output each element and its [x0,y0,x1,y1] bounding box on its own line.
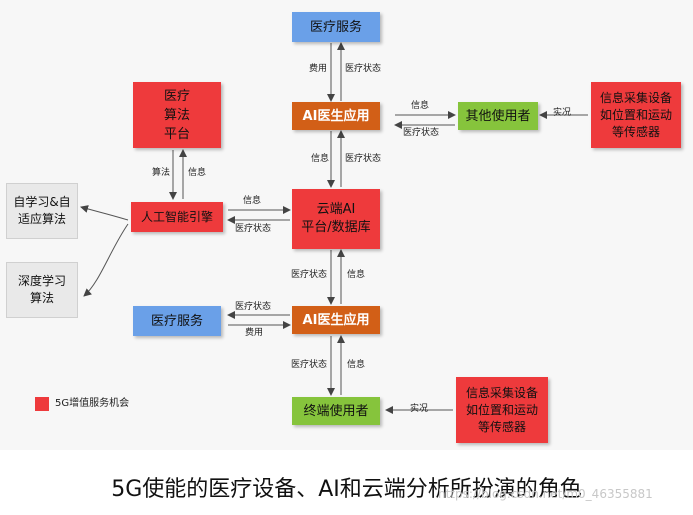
legend-swatch [35,397,49,411]
label-status-cloud-bottom: 医疗状态 [291,270,328,280]
label-status-service: 医疗状态 [235,302,272,312]
ai-engine-box: 人工智能引擎 [131,202,223,232]
label-realtime-top: 实况 [553,108,572,118]
top-medical-service-box: 医疗服务 [292,12,380,42]
self-learning-algorithm-box: 自学习&自 适应算法 [6,183,78,239]
label-status-terminal: 医疗状态 [291,360,328,370]
medical-algorithm-platform-box: 医疗 算法 平台 [133,82,221,148]
left-medical-service-box: 医疗服务 [133,306,221,336]
label-info-cloud-bottom: 信息 [347,270,366,280]
label-status-engine: 医疗状态 [235,224,272,234]
watermark-text: https://blog.csdn.net/m0_46355881 [438,487,653,501]
sensor-bottom-box: 信息采集设备 如位置和运动 等传感器 [456,377,548,443]
arrow-engine-deeplearning [83,223,129,297]
deep-learning-algorithm-box: 深度学习 算法 [6,262,78,318]
label-status-cloud-top: 医疗状态 [345,154,382,164]
terminal-user-box: 终端使用者 [292,397,380,425]
label-info-platform: 信息 [188,168,207,178]
legend-text: 5G增值服务机会 [55,398,130,409]
ai-doctor-app-top-box: AI医生应用 [292,102,380,130]
label-algo: 算法 [152,168,171,178]
figure-caption: 5G使能的医疗设备、AI和云端分析所扮演的角色 [111,477,582,502]
other-users-box: 其他使用者 [458,102,538,130]
label-realtime-bottom: 实况 [410,404,429,414]
label-info-cloud-top: 信息 [311,154,330,164]
label-status-other: 医疗状态 [403,128,440,138]
label-info-terminal: 信息 [347,360,366,370]
sensor-top-box: 信息采集设备 如位置和运动 等传感器 [591,82,681,148]
caption-band [0,452,693,515]
label-info-other: 信息 [411,101,430,111]
connector-layer [80,42,588,414]
ai-doctor-app-bottom-box: AI医生应用 [292,306,380,334]
label-status-top: 医疗状态 [345,64,382,74]
arrow-engine-selflearning [80,205,129,221]
cloud-ai-platform-box: 云端AI 平台/数据库 [292,189,380,249]
label-fee-top: 费用 [309,64,328,74]
label-fee-service: 费用 [245,328,264,338]
label-info-engine: 信息 [243,196,262,206]
